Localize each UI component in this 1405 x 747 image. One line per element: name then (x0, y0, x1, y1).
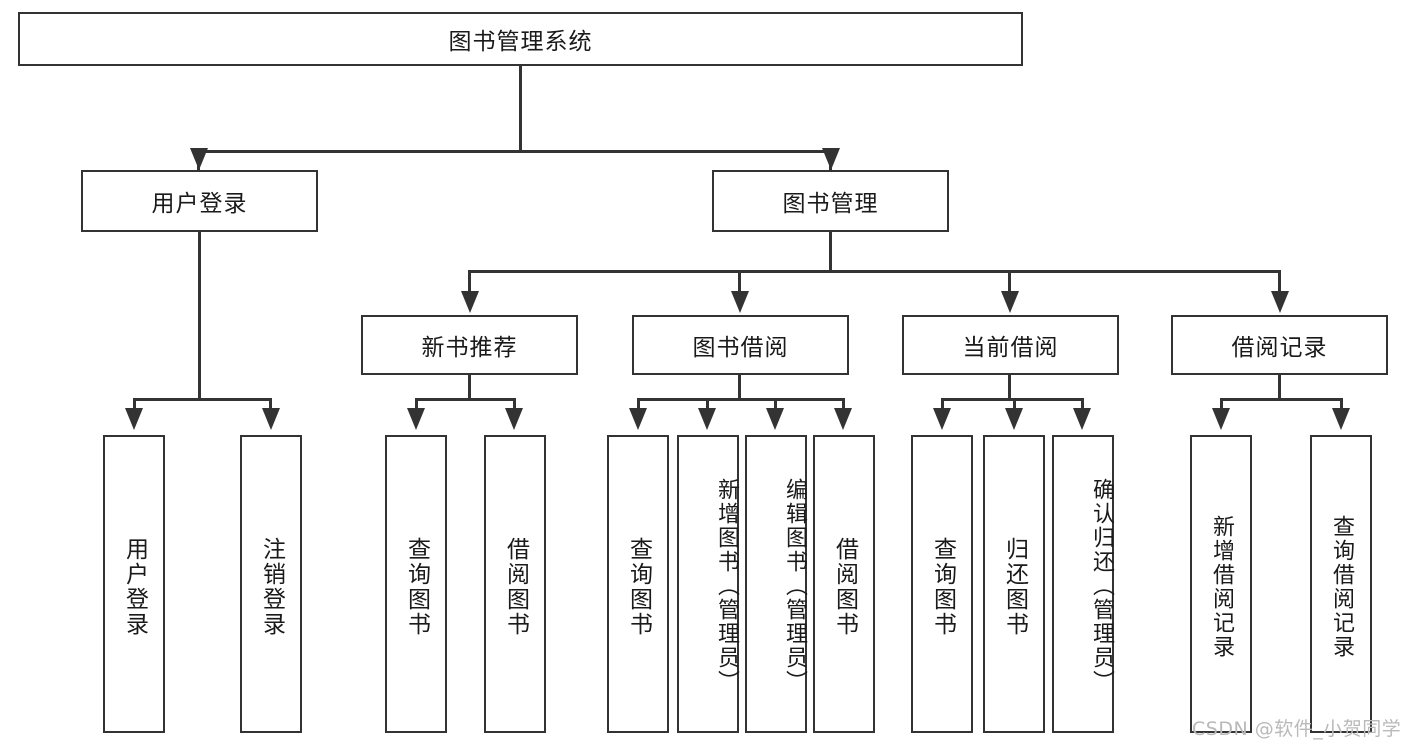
leaf-user-login[interactable]: 用户登录 (103, 435, 165, 733)
arrow-current-leaf-0 (933, 408, 951, 430)
arrow-to-user-login (190, 148, 208, 170)
connector-newbook-drop-0 (415, 398, 418, 412)
connector-userlogin-drop-0 (133, 398, 136, 412)
connector-newbook-stem (468, 375, 471, 400)
leaf-query-book-current[interactable]: 查询图书 (911, 435, 973, 733)
leaf-label: 查询图书 (929, 537, 956, 637)
leaf-borrow-book[interactable]: 借阅图书 (813, 435, 875, 733)
connector-record-stem (1278, 375, 1281, 400)
connector-level2-bus (197, 150, 831, 153)
leaf-label: 查询图书 (625, 537, 652, 637)
leaf-borrow-book-newrec[interactable]: 借阅图书 (484, 435, 546, 733)
leaf-label: 确认归还（管理员） (1089, 478, 1114, 694)
node-label: 图书借阅 (692, 335, 789, 361)
arrow-borrow-leaf-1 (698, 408, 716, 430)
connector-userlogin-drop-1 (269, 398, 272, 412)
connector-borrow-drop-0 (637, 398, 640, 412)
connector-record-bus (1220, 398, 1342, 401)
leaf-query-book-newrec[interactable]: 查询图书 (385, 435, 447, 733)
connector-borrow-stem (738, 375, 741, 400)
arrow-current-leaf-1 (1005, 408, 1023, 430)
connector-newbook-drop-1 (513, 398, 516, 412)
leaf-label: 查询图书 (403, 537, 430, 637)
leaf-label: 查询借阅记录 (1329, 515, 1354, 659)
arrow-record-leaf-1 (1332, 408, 1350, 430)
leaf-label: 注销登录 (258, 537, 285, 637)
node-book-management[interactable]: 图书管理 (712, 170, 949, 232)
node-label: 图书管理系统 (448, 29, 593, 55)
connector-record-drop-1 (1340, 398, 1343, 412)
connector-borrow-drop-1 (706, 398, 709, 412)
leaf-logout[interactable]: 注销登录 (240, 435, 302, 733)
node-borrow-record[interactable]: 借阅记录 (1171, 315, 1388, 375)
connector-borrow-drop-3 (842, 398, 845, 412)
node-book-borrow[interactable]: 图书借阅 (632, 315, 849, 375)
node-new-book-recommend[interactable]: 新书推荐 (361, 315, 578, 375)
arrow-borrow-leaf-2 (766, 408, 784, 430)
leaf-add-book-admin[interactable]: 新增图书（管理员） (677, 435, 739, 733)
leaf-label: 新增借阅记录 (1209, 515, 1234, 659)
connector-current-drop-0 (941, 398, 944, 412)
arrow-to-book-borrow (731, 291, 749, 313)
arrow-to-book-manage (822, 148, 840, 170)
leaf-label: 新增图书（管理员） (714, 478, 739, 694)
arrow-borrow-leaf-3 (834, 408, 852, 430)
connector-bookmanage-stem (829, 232, 832, 272)
node-user-login[interactable]: 用户登录 (81, 170, 318, 232)
arrow-record-leaf-0 (1212, 408, 1230, 430)
connector-level3-bus (468, 270, 1280, 273)
leaf-add-borrow-record[interactable]: 新增借阅记录 (1190, 435, 1252, 733)
connector-current-stem (1008, 375, 1011, 400)
node-current-borrow[interactable]: 当前借阅 (902, 315, 1119, 375)
connector-record-drop-0 (1220, 398, 1223, 412)
leaf-confirm-return-admin[interactable]: 确认归还（管理员） (1052, 435, 1114, 733)
leaf-edit-book-admin[interactable]: 编辑图书（管理员） (745, 435, 807, 733)
connector-current-bus (941, 398, 1083, 401)
leaf-label: 编辑图书（管理员） (782, 478, 807, 694)
arrow-current-leaf-2 (1073, 408, 1091, 430)
leaf-query-borrow-record[interactable]: 查询借阅记录 (1310, 435, 1372, 733)
leaf-return-book[interactable]: 归还图书 (983, 435, 1045, 733)
leaf-label: 归还图书 (1001, 537, 1028, 637)
arrow-to-new-book-rec (461, 291, 479, 313)
node-label: 借阅记录 (1231, 335, 1328, 361)
leaf-label: 借阅图书 (831, 537, 858, 637)
connector-level3-drop-2 (1008, 270, 1011, 294)
arrow-to-current-borrow (1001, 291, 1019, 313)
connector-root-stem (519, 66, 522, 152)
connector-borrow-drop-2 (774, 398, 777, 412)
leaf-label: 用户登录 (121, 537, 148, 637)
arrow-newbook-leaf-0 (407, 408, 425, 430)
node-root-system[interactable]: 图书管理系统 (18, 12, 1023, 66)
arrow-to-leaf-logout (262, 408, 280, 430)
leaf-query-book-borrow[interactable]: 查询图书 (607, 435, 669, 733)
node-label: 当前借阅 (962, 335, 1059, 361)
node-label: 用户登录 (151, 191, 248, 217)
connector-current-drop-1 (1013, 398, 1016, 412)
connector-userlogin-bus (133, 398, 270, 401)
connector-level3-drop-3 (1278, 270, 1281, 294)
connector-level3-drop-0 (468, 270, 471, 294)
connector-newbook-bus (415, 398, 515, 401)
arrow-to-borrow-record (1271, 291, 1289, 313)
node-label: 新书推荐 (421, 335, 518, 361)
connector-userlogin-stem (198, 232, 201, 400)
connector-level3-drop-1 (738, 270, 741, 294)
connector-borrow-bus (637, 398, 844, 401)
arrow-newbook-leaf-1 (505, 408, 523, 430)
watermark-csdn: CSDN @软件_小贺同学 (1192, 718, 1402, 740)
arrow-to-leaf-user-login (125, 408, 143, 430)
arrow-borrow-leaf-0 (629, 408, 647, 430)
node-label: 图书管理 (782, 191, 879, 217)
connector-current-drop-2 (1081, 398, 1084, 412)
leaf-label: 借阅图书 (502, 537, 529, 637)
